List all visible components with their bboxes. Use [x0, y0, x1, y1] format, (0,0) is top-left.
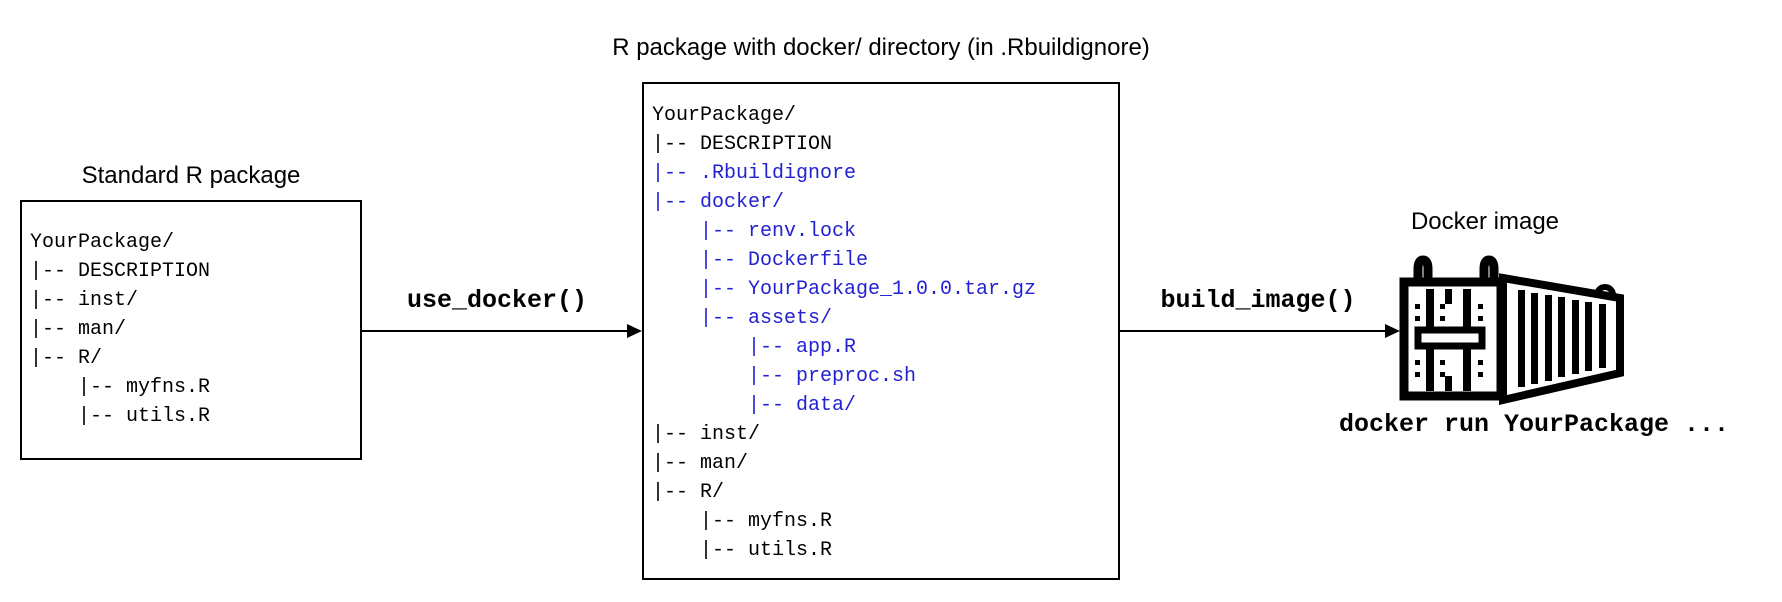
tree-line: |-- renv.lock: [652, 220, 857, 243]
tree-line: |-- DESCRIPTION: [30, 260, 211, 283]
build-image-arrow-head: [1385, 324, 1400, 338]
tree-line: |-- app.R: [652, 336, 857, 359]
docker-package-box: YourPackage/ |-- DESCRIPTION |-- .Rbuildig…: [642, 82, 1120, 580]
tree-line: |-- R/: [652, 481, 725, 504]
docker-package-title: R package with docker/ directory (in .Rb…: [612, 34, 1150, 61]
tree-line: |-- inst/: [30, 289, 139, 312]
docker-run-caption: docker run YourPackage ...: [1338, 410, 1730, 439]
tree-line: |-- YourPackage_1.0.0.tar.gz: [652, 278, 1037, 301]
tree-line: |-- docker/: [652, 191, 785, 214]
tree-line: |-- utils.R: [30, 405, 211, 428]
tree-line: YourPackage/: [30, 231, 175, 254]
use-docker-arrow-head: [627, 324, 642, 338]
tree-line: |-- myfns.R: [652, 510, 833, 533]
tree-line: |-- utils.R: [652, 539, 833, 562]
tree-line: |-- myfns.R: [30, 376, 211, 399]
use-docker-label: use_docker(): [406, 286, 588, 315]
tree-line: |-- Dockerfile: [652, 249, 869, 272]
tree-line: |-- R/: [30, 347, 103, 370]
docker-container-icon: [1399, 255, 1624, 406]
use-docker-arrow-line: [362, 330, 628, 332]
tree-line: |-- inst/: [652, 423, 761, 446]
docker-image-title: Docker image: [1410, 208, 1560, 235]
tree-line: |-- .Rbuildignore: [652, 162, 857, 185]
tree-line: |-- man/: [652, 452, 749, 475]
tree-line: |-- DESCRIPTION: [652, 133, 833, 156]
tree-line: |-- man/: [30, 318, 127, 341]
tree-line: YourPackage/: [652, 104, 797, 127]
tree-line: |-- preproc.sh: [652, 365, 917, 388]
standard-package-title: Standard R package: [81, 162, 301, 189]
tree-line: |-- assets/: [652, 307, 833, 330]
build-image-label: build_image(): [1160, 286, 1356, 315]
build-image-arrow-line: [1120, 330, 1386, 332]
standard-package-box: YourPackage/ |-- DESCRIPTION |-- inst/ |-- …: [20, 200, 362, 460]
tree-line: |-- data/: [652, 394, 857, 417]
